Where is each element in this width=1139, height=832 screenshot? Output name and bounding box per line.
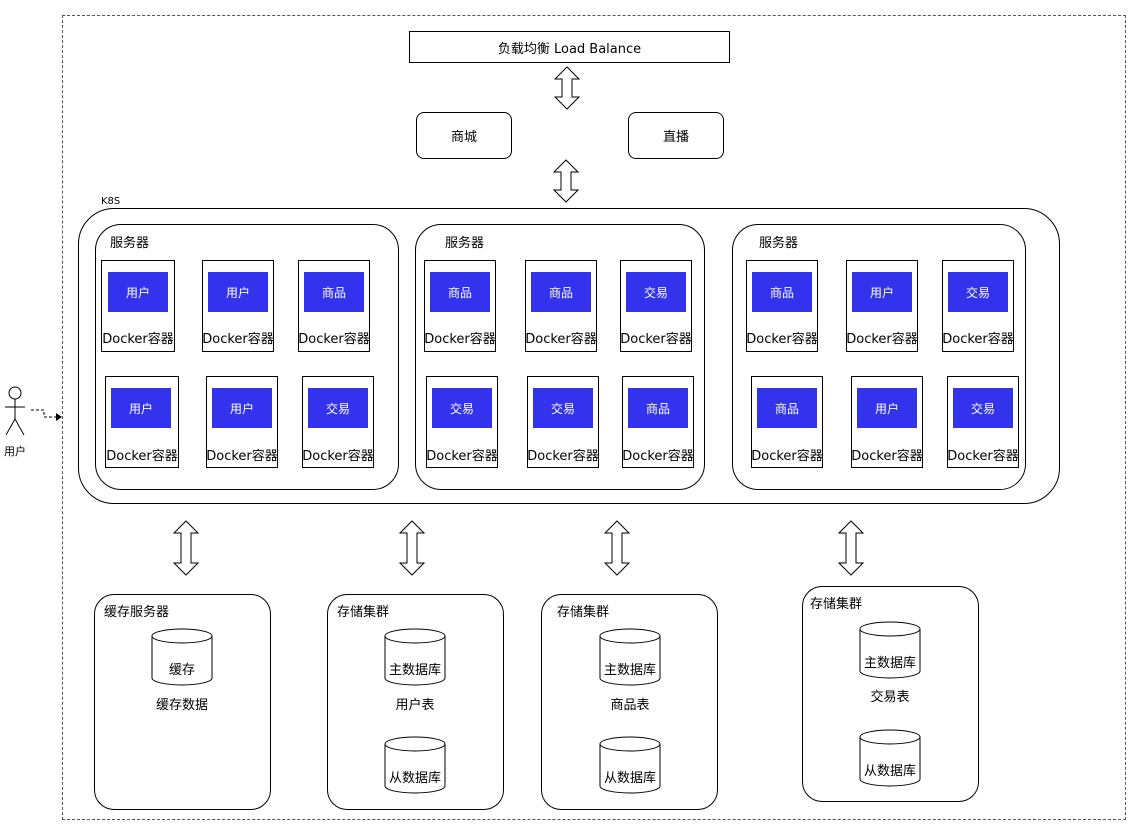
docker-label: Docker容器 [622, 449, 694, 464]
replica-db-label: 从数据库 [863, 764, 916, 779]
docker-label: Docker容器 [302, 449, 374, 464]
service-block: 商品 [757, 388, 817, 428]
load-balancer-box: 负载均衡 Load Balance [409, 31, 730, 63]
arrow-k8s-storage-2 [603, 520, 631, 576]
service-block: 用户 [111, 388, 171, 428]
user-arrow-icon [31, 409, 62, 421]
cache-server-title: 缓存服务器 [104, 605, 170, 620]
primary-db-label: 主数据库 [863, 656, 916, 671]
replica-db-label: 从数据库 [388, 771, 441, 786]
docker-label: Docker容器 [751, 449, 823, 464]
cache-data-label: 缓存数据 [155, 698, 208, 713]
server-1-title: 服务器 [110, 236, 150, 251]
service-block: 交易 [432, 388, 492, 428]
app-live-label: 直播 [662, 130, 689, 145]
cache-server [94, 594, 271, 810]
service-block: 商品 [531, 272, 591, 312]
docker-label: Docker容器 [525, 332, 597, 347]
primary-db-label: 主数据库 [603, 663, 656, 678]
k8s-label: K8S [101, 196, 121, 207]
user-label: 用户 [4, 445, 26, 458]
docker-label: Docker容器 [106, 449, 178, 464]
docker-label: Docker容器 [102, 332, 174, 347]
service-block: 商品 [752, 272, 812, 312]
docker-label: Docker容器 [846, 332, 918, 347]
app-live-box: 直播 [628, 112, 724, 159]
docker-label: Docker容器 [851, 449, 923, 464]
app-mall-label: 商城 [450, 130, 477, 145]
database-icon [859, 621, 921, 679]
service-block: 用户 [852, 272, 912, 312]
storage-cluster-1-title: 存储集群 [337, 605, 390, 620]
table-label: 用户表 [395, 698, 435, 713]
docker-label: Docker容器 [202, 332, 274, 347]
server-2-title: 服务器 [445, 236, 485, 251]
table-label: 商品表 [610, 698, 650, 713]
service-block: 商品 [430, 272, 490, 312]
service-block: 商品 [628, 388, 688, 428]
docker-label: Docker容器 [527, 449, 599, 464]
docker-label: Docker容器 [206, 449, 278, 464]
user-actor-icon [5, 386, 25, 436]
service-block: 用户 [108, 272, 168, 312]
service-block: 用户 [208, 272, 268, 312]
database-icon [599, 736, 661, 794]
arrow-k8s-storage-1 [398, 520, 426, 576]
service-block: 商品 [304, 272, 364, 312]
table-label: 交易表 [870, 690, 910, 705]
service-block: 交易 [533, 388, 593, 428]
service-block: 交易 [948, 272, 1008, 312]
docker-label: Docker容器 [620, 332, 692, 347]
system-boundary [62, 15, 1126, 820]
docker-label: Docker容器 [298, 332, 370, 347]
server-3-title: 服务器 [759, 236, 799, 251]
docker-label: Docker容器 [746, 332, 818, 347]
docker-label: Docker容器 [424, 332, 496, 347]
service-block: 交易 [953, 388, 1013, 428]
service-block: 用户 [857, 388, 917, 428]
replica-db-label: 从数据库 [603, 771, 656, 786]
arrow-lb-apps [553, 66, 581, 110]
service-block: 交易 [626, 272, 686, 312]
docker-label: Docker容器 [426, 449, 498, 464]
load-balancer-label: 负载均衡 Load Balance [497, 41, 642, 57]
service-block: 交易 [308, 388, 368, 428]
primary-db-label: 主数据库 [388, 663, 441, 678]
storage-cluster-2-title: 存储集群 [557, 605, 610, 620]
database-icon [384, 628, 446, 686]
docker-label: Docker容器 [947, 449, 1019, 464]
database-icon [151, 628, 213, 686]
app-mall-box: 商城 [416, 112, 512, 159]
docker-label: Docker容器 [942, 332, 1014, 347]
arrow-apps-k8s [552, 159, 580, 203]
database-icon [384, 736, 446, 794]
storage-cluster-3-title: 存储集群 [810, 597, 863, 612]
service-block: 用户 [212, 388, 272, 428]
arrow-k8s-storage-3 [837, 520, 865, 576]
database-icon [859, 729, 921, 787]
database-icon [599, 628, 661, 686]
cache-db-label: 缓存 [168, 663, 195, 678]
arrow-k8s-cache [172, 520, 200, 576]
